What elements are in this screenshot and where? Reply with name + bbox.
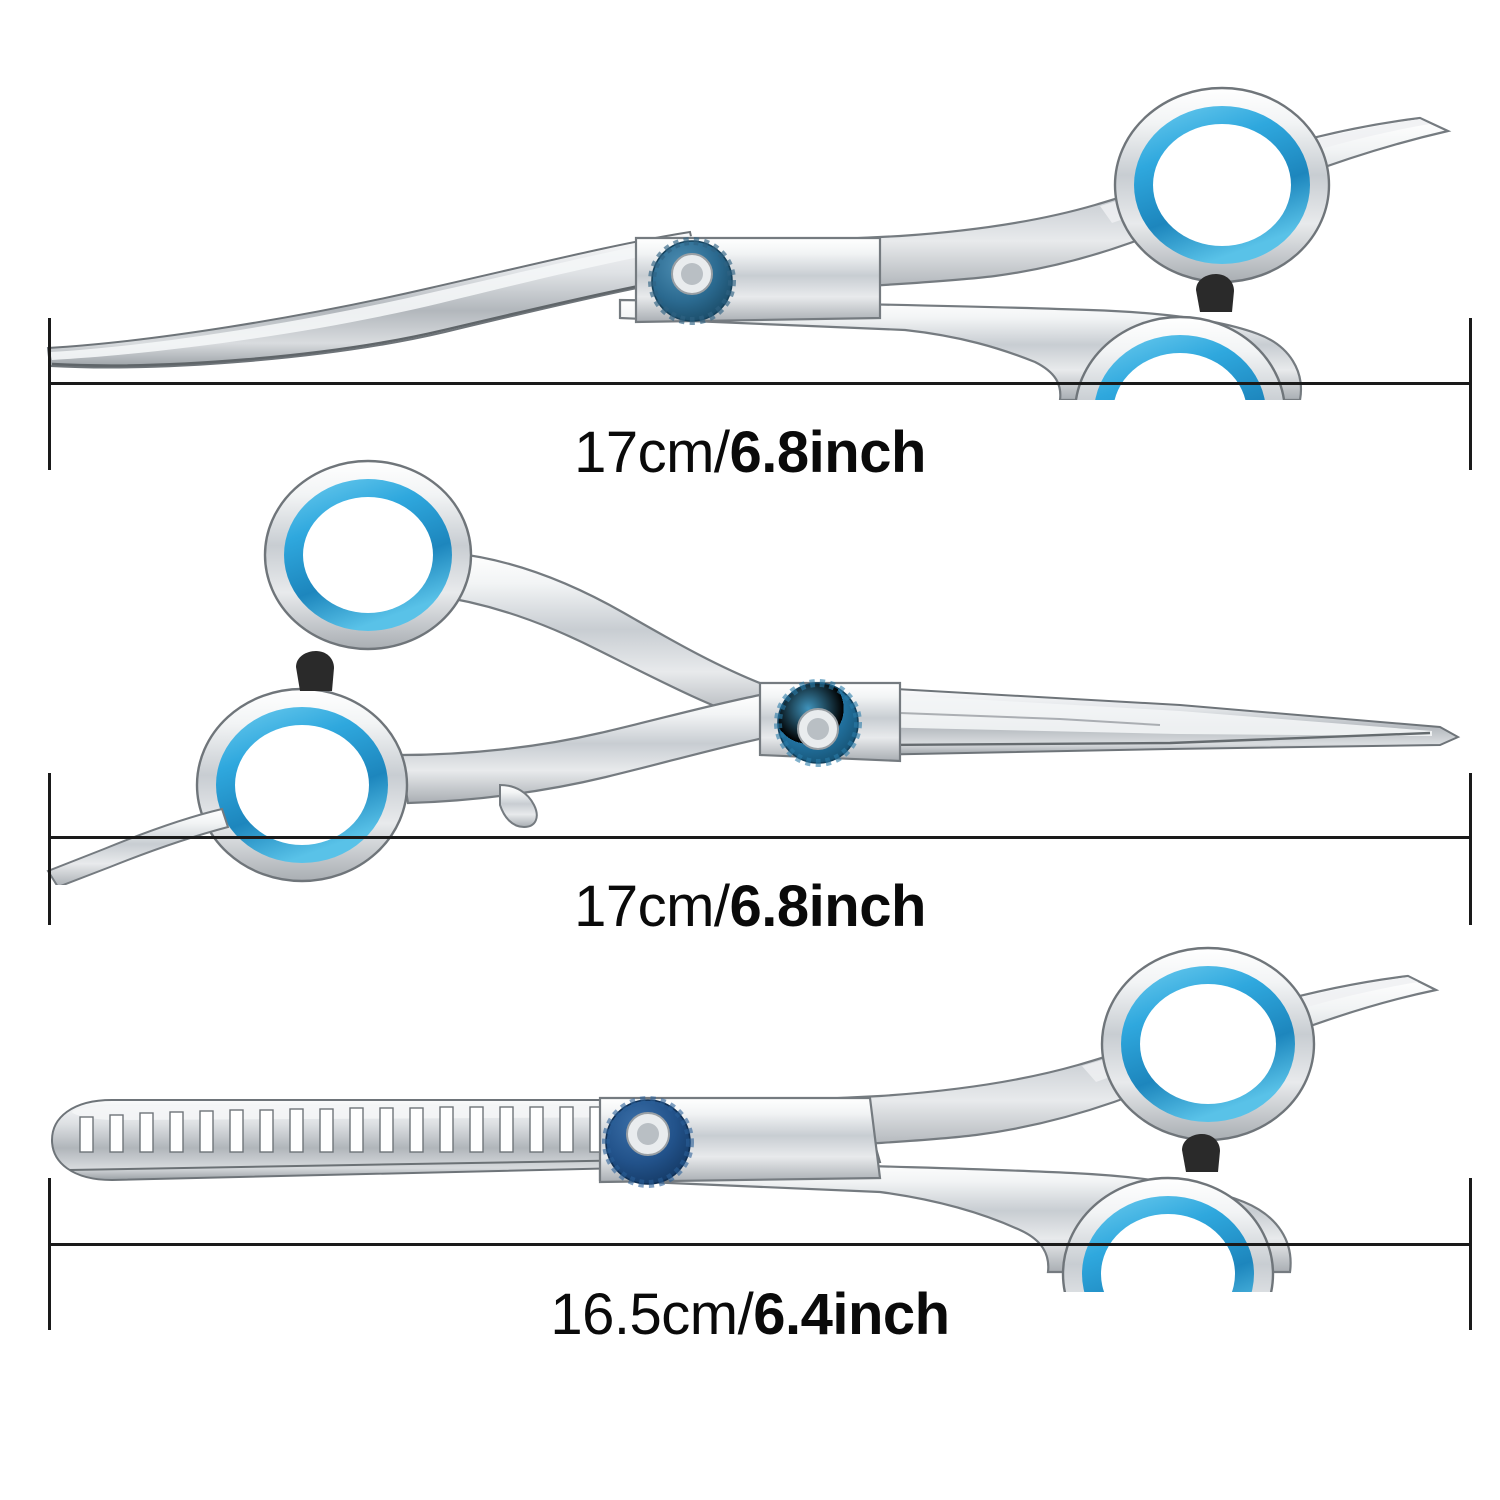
dimension-metric-straight-shear: 17cm/ [574,874,730,939]
dimension-line-straight-shear [48,836,1472,839]
dimension-line-thinning-shear [48,1243,1472,1246]
curved-shear-blade [46,230,702,369]
curved-shear-upper-ring [1113,86,1331,284]
dimension-tick-left-straight-shear [48,773,51,925]
dimension-label-straight-shear: 17cm/6.8inch [0,878,1500,936]
dimension-metric-curved-shear: 17cm/ [574,420,730,485]
dimension-imperial-straight-shear: 6.8inch [729,874,927,939]
dimension-imperial-curved-shear: 6.8inch [729,420,927,485]
straight-shear-upper-ring [263,459,473,651]
straight-shear-lower-handle [398,693,770,829]
straight-shear-pivot-screw [774,679,862,767]
curved-shear-rubber-bumper [1196,274,1234,312]
dimension-tick-right-curved-shear [1469,318,1472,470]
straight-shear-rubber-bumper [296,651,334,691]
dimension-tick-right-straight-shear [1469,773,1472,925]
straight-shear-upper-handle [428,551,772,725]
thinning-shear-upper-ring [1100,946,1316,1142]
straight-shear-blade [859,685,1461,757]
thinning-shear-rubber-bumper [1182,1134,1220,1172]
thinning-shear-pivot-screw [602,1096,694,1188]
straight-shear-illustration [0,455,1500,885]
dimension-line-curved-shear [48,382,1472,385]
dimension-label-thinning-shear: 16.5cm/6.4inch [0,1286,1500,1344]
curved-shear-illustration [0,0,1500,400]
curved-shear-pivot-screw [648,237,736,325]
dimension-imperial-thinning-shear: 6.4inch [753,1282,950,1347]
dimension-label-curved-shear: 17cm/6.8inch [0,424,1500,482]
dimension-metric-thinning-shear: 16.5cm/ [550,1282,754,1347]
dimension-tick-left-curved-shear [48,318,51,470]
straight-shear-lower-ring [195,687,409,883]
dimension-tick-right-thinning-shear [1469,1178,1472,1330]
thinning-shear-illustration [0,862,1500,1292]
dimension-tick-left-thinning-shear [48,1178,51,1330]
